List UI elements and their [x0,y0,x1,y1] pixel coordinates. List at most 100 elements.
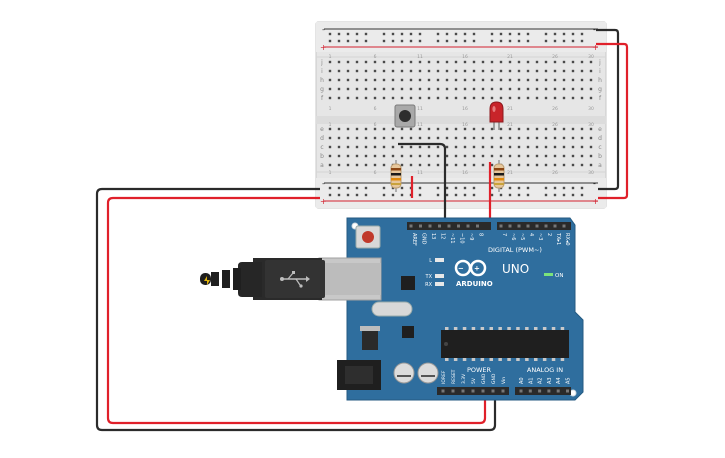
terminal-hole[interactable] [571,87,575,91]
power-pin-socket[interactable] [471,389,475,393]
terminal-hole[interactable] [427,60,431,64]
terminal-hole[interactable] [409,145,413,149]
terminal-hole[interactable] [337,145,341,149]
terminal-hole[interactable] [490,154,494,158]
terminal-hole[interactable] [463,96,467,100]
terminal-hole[interactable] [526,69,530,73]
terminal-hole[interactable] [544,163,548,167]
terminal-hole[interactable] [463,136,467,140]
rail-hole[interactable] [382,39,386,43]
terminal-hole[interactable] [553,163,557,167]
terminal-hole[interactable] [499,154,503,158]
terminal-hole[interactable] [481,163,485,167]
terminal-hole[interactable] [328,145,332,149]
digital-pin-socket[interactable] [526,224,530,228]
terminal-hole[interactable] [544,136,548,140]
terminal-hole[interactable] [481,60,485,64]
rail-hole[interactable] [382,32,386,36]
terminal-hole[interactable] [544,87,548,91]
rail-hole[interactable] [490,193,494,197]
resistor-led[interactable] [493,160,505,192]
terminal-hole[interactable] [337,154,341,158]
terminal-hole[interactable] [454,163,458,167]
terminal-hole[interactable] [400,78,404,82]
rail-hole[interactable] [355,193,359,197]
rail-hole[interactable] [400,32,404,36]
terminal-hole[interactable] [481,87,485,91]
terminal-hole[interactable] [463,60,467,64]
terminal-hole[interactable] [472,60,476,64]
terminal-hole[interactable] [409,136,413,140]
terminal-hole[interactable] [373,69,377,73]
terminal-hole[interactable] [517,69,521,73]
red-led[interactable] [489,101,504,130]
terminal-hole[interactable] [436,136,440,140]
terminal-hole[interactable] [589,96,593,100]
terminal-hole[interactable] [562,60,566,64]
rail-hole[interactable] [337,193,341,197]
terminal-hole[interactable] [499,69,503,73]
terminal-hole[interactable] [454,69,458,73]
terminal-hole[interactable] [346,154,350,158]
terminal-hole[interactable] [490,127,494,131]
terminal-hole[interactable] [373,78,377,82]
terminal-hole[interactable] [373,60,377,64]
terminal-hole[interactable] [328,154,332,158]
terminal-hole[interactable] [346,163,350,167]
terminal-hole[interactable] [517,154,521,158]
terminal-hole[interactable] [409,69,413,73]
rail-hole[interactable] [445,193,449,197]
rail-hole[interactable] [409,32,413,36]
terminal-hole[interactable] [373,127,377,131]
terminal-hole[interactable] [436,127,440,131]
terminal-hole[interactable] [472,96,476,100]
terminal-hole[interactable] [454,78,458,82]
analog-pin-socket[interactable] [566,389,569,393]
terminal-hole[interactable] [328,87,332,91]
rail-hole[interactable] [517,193,521,197]
terminal-hole[interactable] [490,78,494,82]
terminal-hole[interactable] [463,127,467,131]
terminal-hole[interactable] [445,78,449,82]
rail-hole[interactable] [544,39,548,43]
rail-hole[interactable] [571,193,575,197]
terminal-hole[interactable] [382,154,386,158]
power-pin-socket[interactable] [441,389,445,393]
power-pin-socket[interactable] [461,389,465,393]
terminal-hole[interactable] [499,145,503,149]
terminal-hole[interactable] [382,69,386,73]
terminal-hole[interactable] [391,60,395,64]
terminal-hole[interactable] [571,127,575,131]
terminal-hole[interactable] [373,145,377,149]
terminal-hole[interactable] [409,127,413,131]
terminal-hole[interactable] [337,78,341,82]
terminal-hole[interactable] [562,127,566,131]
terminal-hole[interactable] [436,69,440,73]
terminal-hole[interactable] [355,87,359,91]
rail-hole[interactable] [418,39,422,43]
terminal-hole[interactable] [400,163,404,167]
rail-hole[interactable] [337,39,341,43]
terminal-hole[interactable] [409,154,413,158]
rail-hole[interactable] [454,193,458,197]
rail-hole[interactable] [580,186,584,190]
terminal-hole[interactable] [400,136,404,140]
terminal-hole[interactable] [382,127,386,131]
terminal-hole[interactable] [571,154,575,158]
rail-hole[interactable] [553,32,557,36]
terminal-hole[interactable] [436,163,440,167]
terminal-hole[interactable] [562,96,566,100]
rail-hole[interactable] [409,39,413,43]
terminal-hole[interactable] [427,69,431,73]
terminal-hole[interactable] [544,96,548,100]
terminal-hole[interactable] [346,127,350,131]
terminal-hole[interactable] [328,60,332,64]
rail-hole[interactable] [418,186,422,190]
rail-hole[interactable] [454,32,458,36]
power-pin-socket[interactable] [501,389,505,393]
digital-pin-socket[interactable] [499,224,503,228]
terminal-hole[interactable] [535,78,539,82]
terminal-hole[interactable] [580,96,584,100]
